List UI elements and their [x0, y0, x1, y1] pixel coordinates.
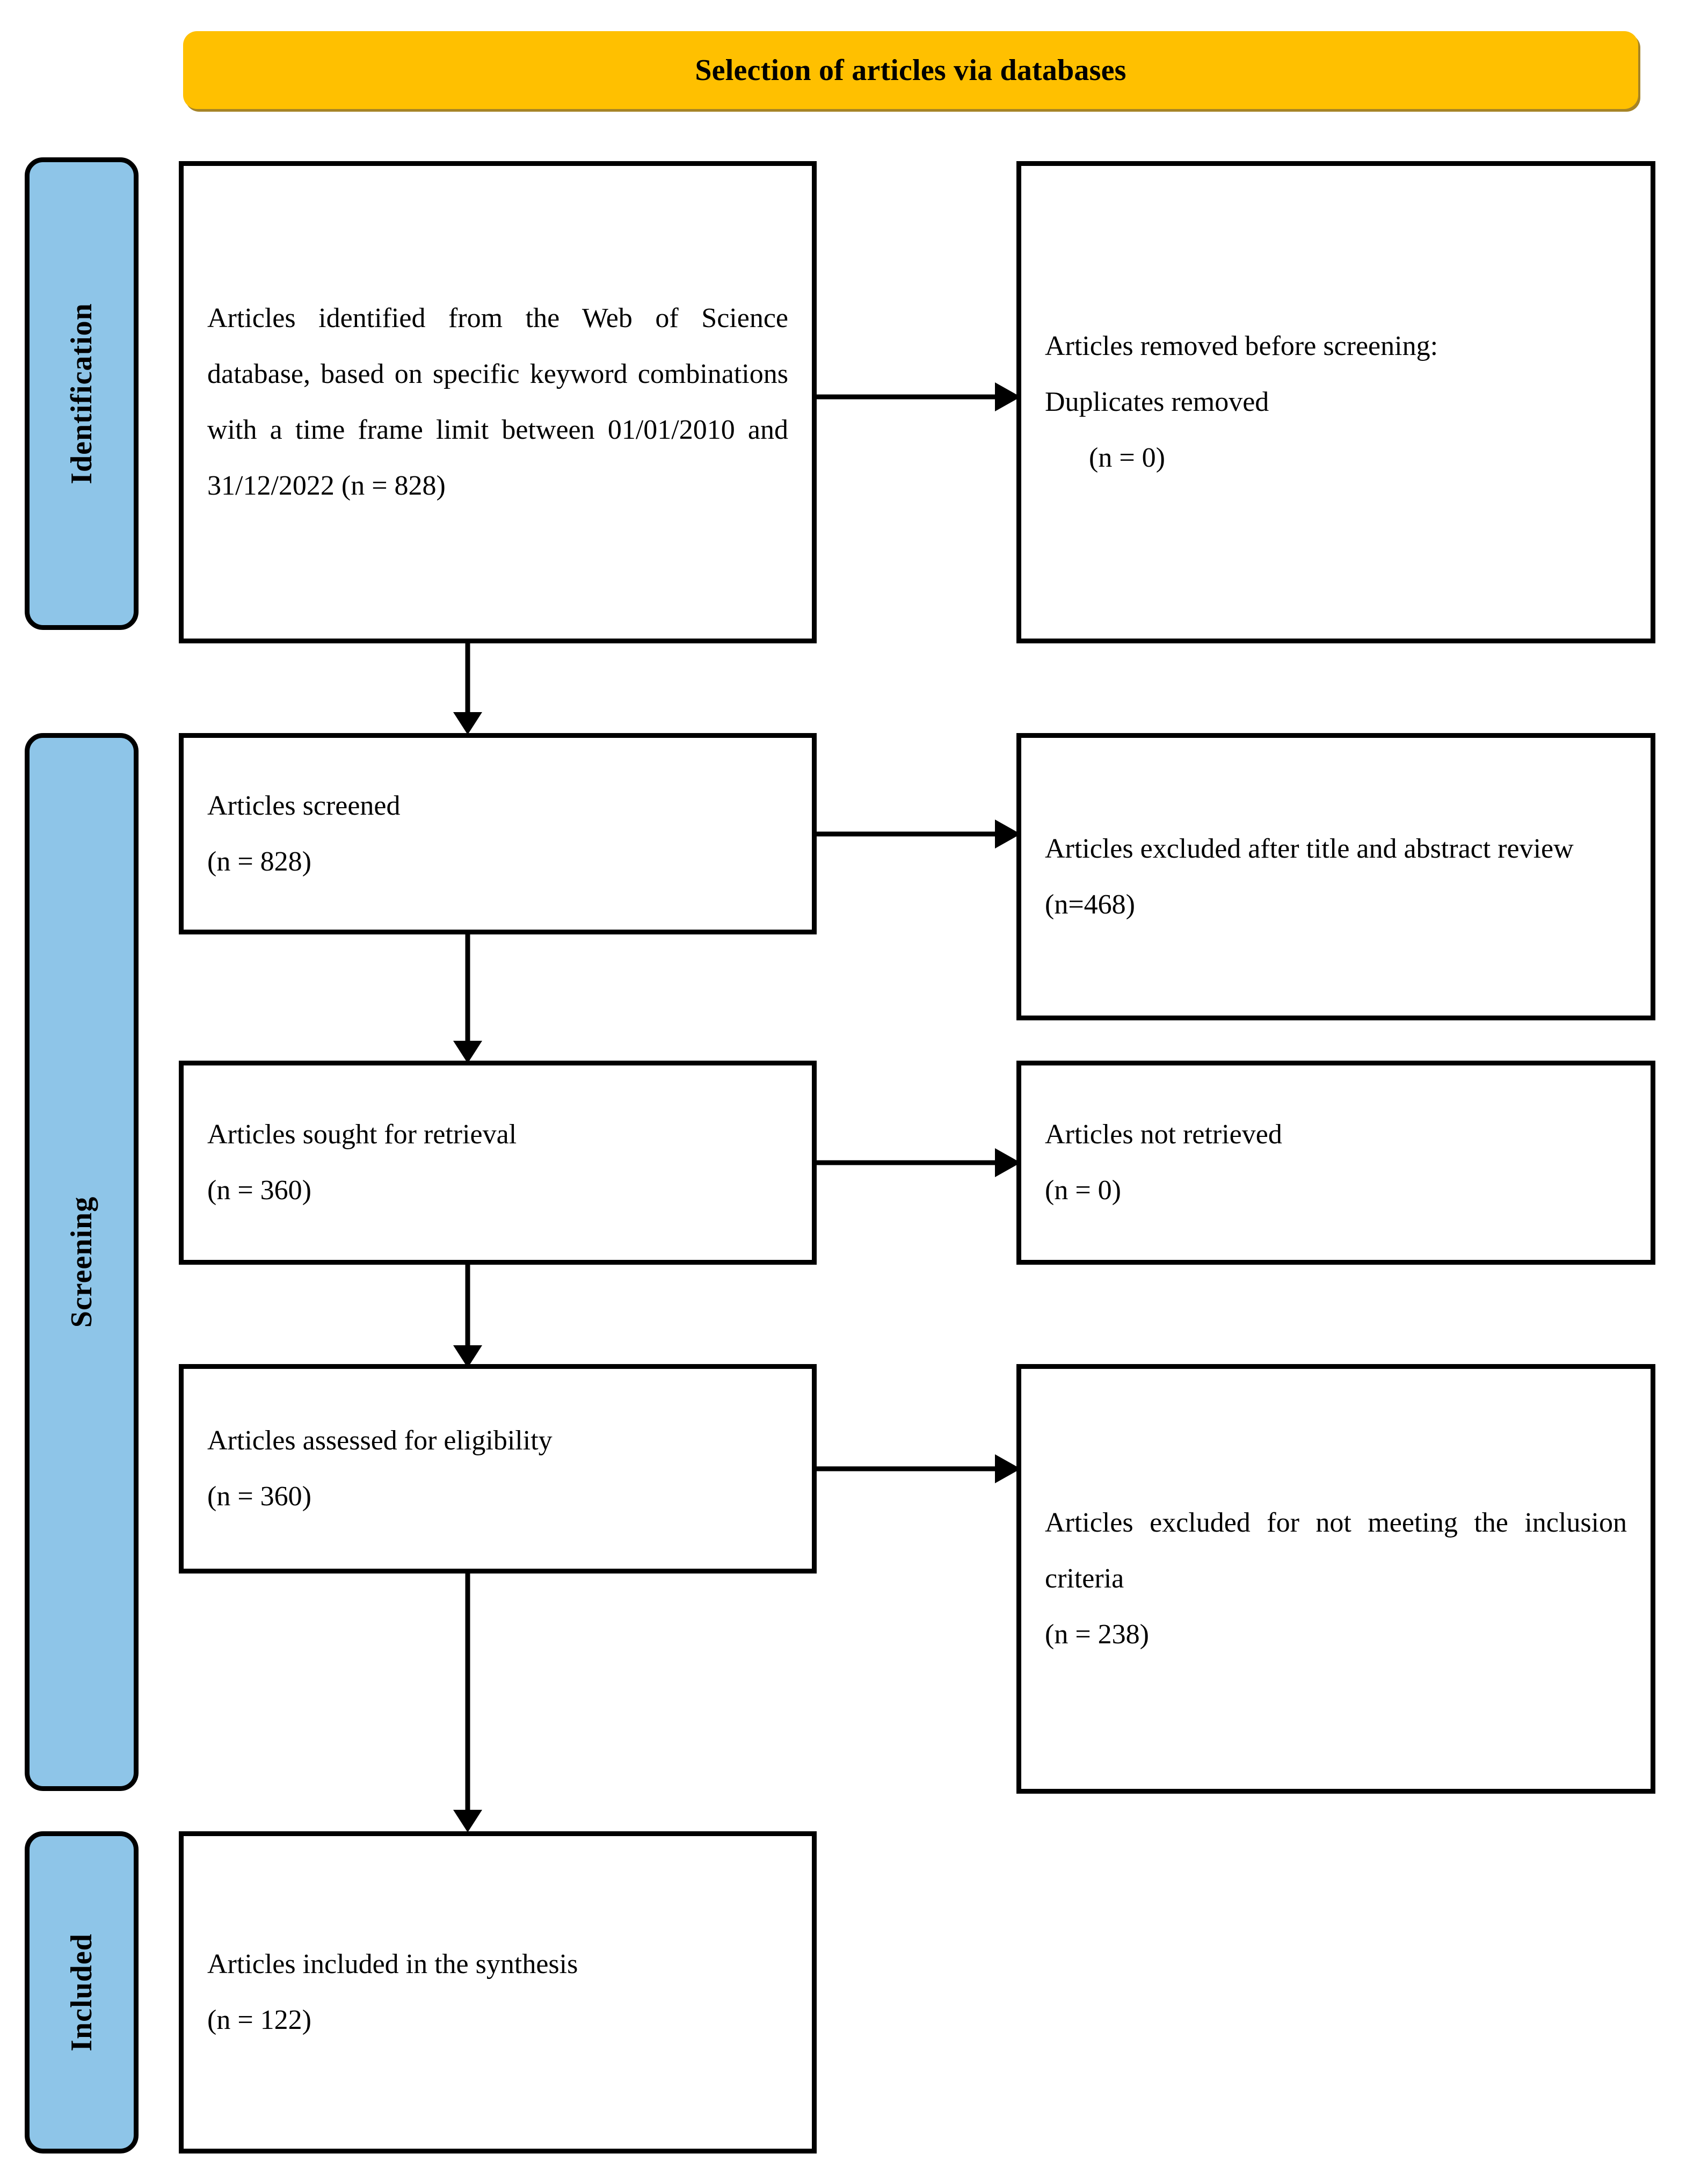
box-articles-included-count: (n = 122) — [207, 2005, 311, 2035]
box-articles-screened: Articles screened (n = 828) — [179, 733, 817, 934]
arrow-identified-to-removed — [817, 379, 1021, 415]
stage-label-screening: Screening — [25, 733, 139, 1791]
box-articles-included: Articles included in the synthesis (n = … — [179, 1831, 817, 2154]
box-articles-identified-text: Articles identified from the Web of Scie… — [207, 303, 788, 501]
box-articles-removed-line1: Articles removed before screening: — [1045, 331, 1438, 361]
box-articles-screened-line1: Articles screened — [207, 790, 401, 821]
diagram-title-banner: Selection of articles via databases — [183, 31, 1638, 109]
box-articles-assessed-line1: Articles assessed for eligibility — [207, 1425, 553, 1456]
arrow-screened-to-excluded-title-abstract — [817, 816, 1021, 852]
box-articles-assessed-count: (n = 360) — [207, 1481, 311, 1512]
arrow-assessed-to-included — [450, 1574, 485, 1832]
box-articles-sought-count: (n = 360) — [207, 1175, 311, 1206]
box-articles-sought: Articles sought for retrieval (n = 360) — [179, 1061, 817, 1265]
box-articles-excluded-title-abstract-line1: Articles excluded after title and abstra… — [1045, 833, 1574, 864]
stage-label-identification-text: Identification — [65, 303, 98, 484]
stage-label-included: Included — [25, 1831, 139, 2154]
box-articles-excluded-title-abstract: Articles excluded after title and abstra… — [1016, 733, 1655, 1020]
arrow-identified-to-screened — [450, 643, 485, 735]
arrow-sought-to-assessed — [450, 1265, 485, 1368]
arrow-sought-to-not-retrieved — [817, 1145, 1021, 1180]
box-articles-not-retrieved-line1: Articles not retrieved — [1045, 1119, 1282, 1150]
stage-label-included-text: Included — [65, 1933, 99, 2051]
box-articles-removed-line2: Duplicates removed — [1045, 387, 1269, 417]
box-articles-excluded-title-abstract-count: (n=468) — [1045, 889, 1135, 920]
box-articles-included-line1: Articles included in the synthesis — [207, 1949, 578, 1980]
box-articles-sought-line1: Articles sought for retrieval — [207, 1119, 517, 1150]
box-articles-identified: Articles identified from the Web of Scie… — [179, 161, 817, 643]
arrow-screened-to-sought — [450, 934, 485, 1063]
box-articles-assessed: Articles assessed for eligibility (n = 3… — [179, 1364, 817, 1574]
box-articles-not-retrieved: Articles not retrieved (n = 0) — [1016, 1061, 1655, 1265]
box-articles-screened-count: (n = 828) — [207, 846, 311, 877]
box-articles-not-retrieved-count: (n = 0) — [1045, 1175, 1121, 1206]
stage-label-screening-text: Screening — [65, 1196, 98, 1328]
box-articles-removed: Articles removed before screening: Dupli… — [1016, 161, 1655, 643]
box-articles-excluded-criteria-count: (n = 238) — [1045, 1619, 1149, 1650]
box-articles-excluded-criteria-line1: Articles excluded for not meeting the in… — [1045, 1507, 1627, 1594]
stage-label-identification: Identification — [25, 157, 139, 630]
arrow-assessed-to-excluded-criteria — [817, 1451, 1021, 1487]
diagram-title-text: Selection of articles via databases — [695, 53, 1126, 87]
box-articles-excluded-criteria: Articles excluded for not meeting the in… — [1016, 1364, 1655, 1794]
box-articles-removed-count: (n = 0) — [1089, 443, 1165, 473]
